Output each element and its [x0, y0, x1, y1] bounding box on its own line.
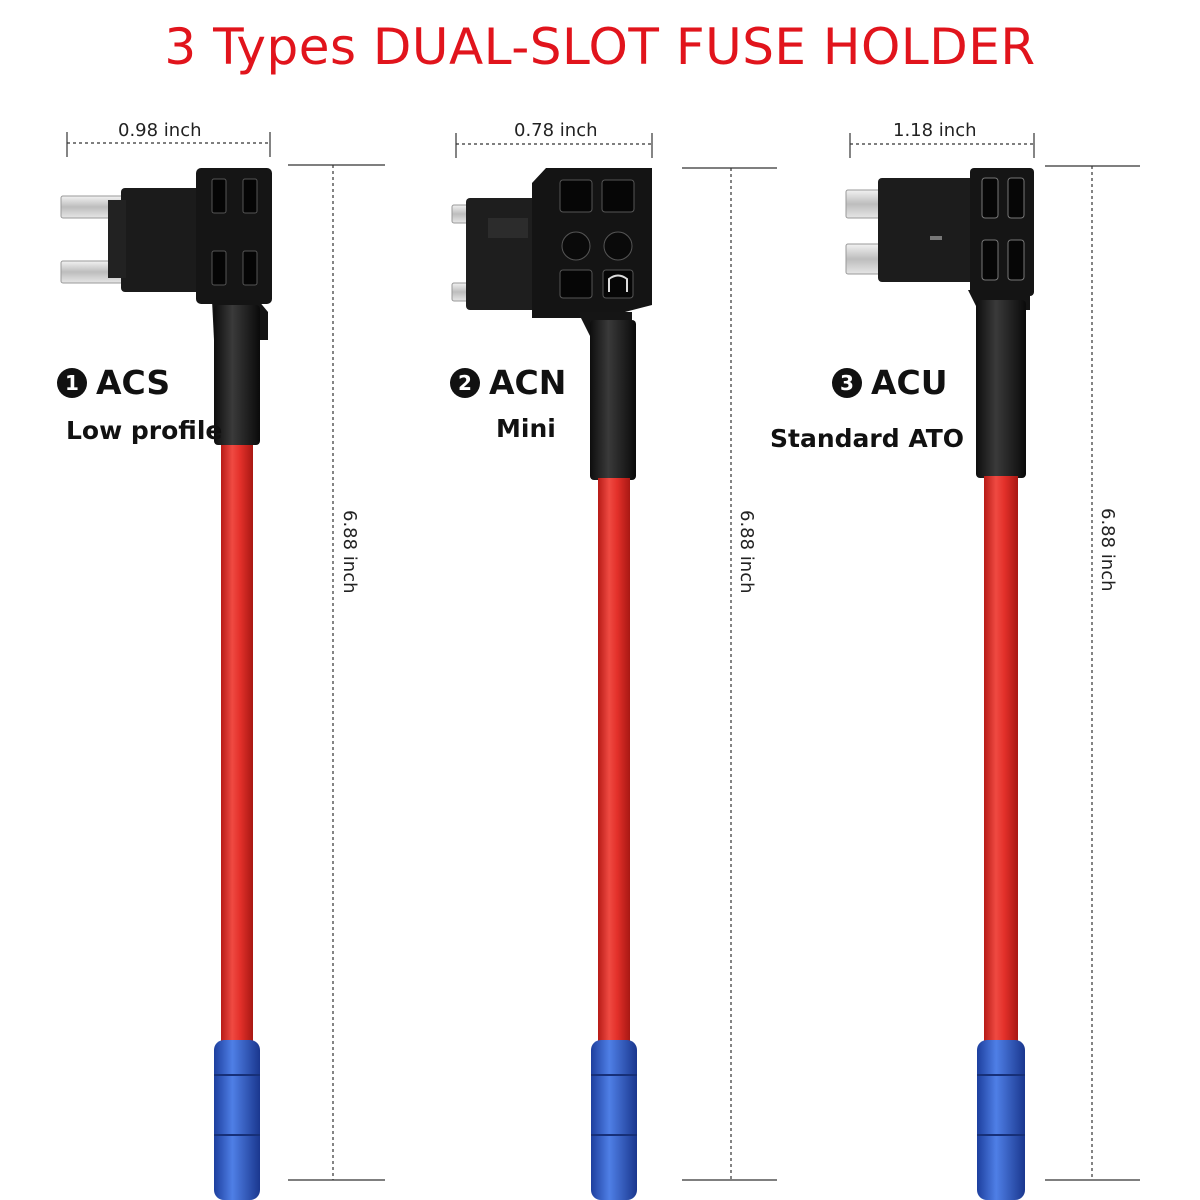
width-label: 0.98 inch: [118, 120, 202, 141]
heat-shrink-tube: [214, 305, 260, 445]
fuse-slot-housing: [196, 168, 272, 304]
holder-acn: [451, 133, 777, 1200]
page-title: 3 Types DUAL-SLOT FUSE HOLDER: [164, 18, 1036, 76]
heat-shrink-tube: [590, 320, 636, 480]
blue-butt-connector: [977, 1040, 1025, 1200]
width-dimension-line: [849, 133, 1035, 158]
number-badge: 1: [57, 368, 87, 398]
width-dimension-line: [455, 133, 653, 158]
type-subtitle: Mini: [496, 414, 556, 443]
holder-acs: [60, 132, 385, 1200]
type-code: ACS: [96, 363, 171, 402]
number-badge: 2: [450, 368, 480, 398]
height-dimension-line: [1045, 165, 1140, 1181]
heat-shrink-tube: [976, 300, 1026, 478]
red-wire: [984, 476, 1018, 1048]
width-label: 0.78 inch: [514, 120, 598, 141]
type-code: ACU: [871, 363, 948, 402]
height-dimension-line: [682, 167, 777, 1181]
blue-butt-connector: [591, 1040, 637, 1200]
fuse-body: [878, 178, 978, 282]
number-badge: 3: [832, 368, 862, 398]
blue-butt-connector: [214, 1040, 260, 1200]
width-dimension-line: [66, 132, 271, 157]
red-wire: [598, 478, 630, 1048]
fuse-body: [121, 188, 201, 292]
type-subtitle: Low profile: [66, 416, 223, 445]
height-label: 6.88 inch: [339, 510, 360, 594]
width-label: 1.18 inch: [893, 120, 977, 141]
fuse-body: [466, 198, 538, 310]
height-label: 6.88 inch: [736, 510, 757, 594]
height-label: 6.88 inch: [1097, 508, 1118, 592]
height-dimension-line: [288, 164, 385, 1181]
red-wire: [221, 445, 253, 1045]
type-code: ACN: [489, 363, 567, 402]
type-subtitle: Standard ATO: [770, 424, 965, 453]
holder-acu: [845, 133, 1140, 1200]
